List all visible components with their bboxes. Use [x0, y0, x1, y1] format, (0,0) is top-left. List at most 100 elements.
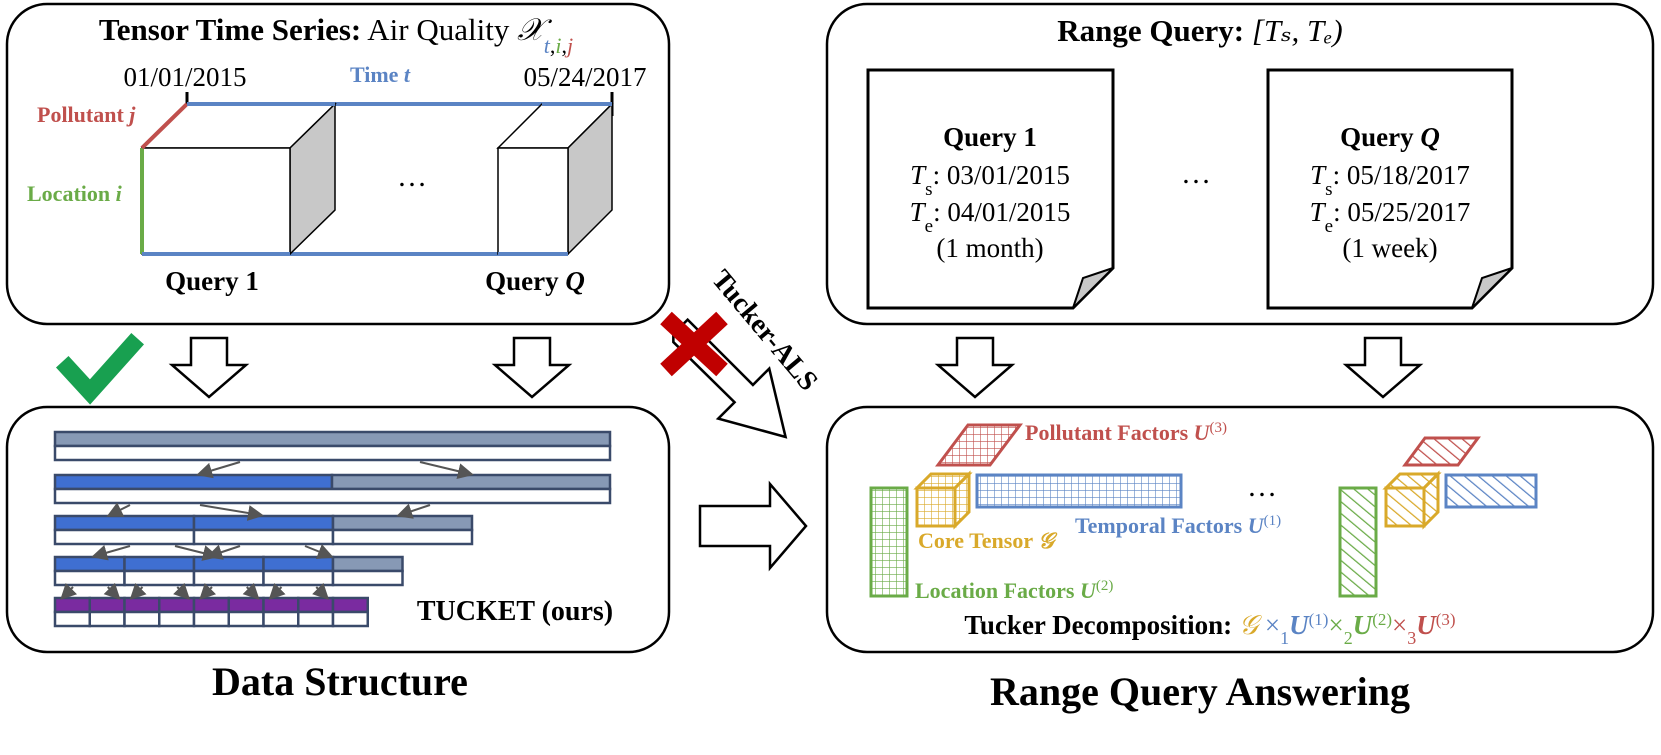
pollutant-axis-label: Pollutant j: [37, 102, 136, 127]
tree-arrow: [268, 582, 286, 600]
tucket-level4-block: [262, 596, 300, 614]
tree-arrow: [196, 461, 241, 479]
tree-arrow: [129, 582, 147, 600]
tucket-level4-bottom: [297, 610, 335, 628]
core-tensor-grid: [913, 470, 973, 530]
down-arrow-right-1: [934, 336, 1016, 399]
tucket-level4-block: [158, 596, 196, 614]
decomp-panel-frame: [825, 405, 1655, 654]
pollutant-factors-label: Pollutant Factors U(3): [1025, 420, 1227, 445]
tree-arrow: [106, 502, 131, 517]
tree-arrow: [312, 582, 330, 600]
core-tensor-label: Core Tensor 𝒢: [918, 528, 1058, 553]
tensor-ellipsis: …: [397, 160, 427, 193]
tucket-level2-block: [331, 514, 474, 532]
location-factors-label: Location Factors U(2): [915, 578, 1113, 603]
tucket-level1-block: [53, 473, 334, 491]
tucket-level3-bottom: [123, 569, 196, 587]
check-icon: [55, 332, 145, 405]
query1-card-duration: (1 month): [936, 233, 1043, 263]
range-query-panel: Range Query: [Tₛ, Tₑ) Query 1 Ts: 03/01/…: [825, 2, 1655, 326]
down-arrow-left-2: [491, 336, 573, 399]
query1-card-ts: Ts: 03/01/2015: [910, 160, 1070, 200]
cross-icon: [660, 311, 728, 377]
tucket-level4-bottom: [88, 610, 126, 628]
queryQ-card: Query Q Ts: 05/18/2017 Te: 05/25/2017 (1…: [1266, 68, 1514, 310]
tucket-level4-block: [88, 596, 126, 614]
tucket-level4-bottom: [192, 610, 230, 628]
down-arrow-right-2: [1342, 336, 1424, 399]
tree-arrow: [91, 545, 131, 561]
decomp-ellipsis: …: [1247, 470, 1277, 503]
data-structure-panel: TUCKET (ours): [5, 405, 671, 654]
tucket-level4-bottom: [158, 610, 196, 628]
tucker-als-arrow: Tucker-ALS: [660, 264, 824, 439]
query1-card-te: Te: 04/01/2015: [910, 197, 1071, 237]
location-factor-grid: [869, 486, 909, 598]
queryQ-card-ts: Ts: 05/18/2017: [1310, 160, 1470, 200]
tree-arrow: [304, 544, 334, 559]
tucket-level4-block: [297, 596, 335, 614]
tensor-panel: Tensor Time Series: Air Quality 𝒳t,i,j 0…: [5, 2, 671, 326]
end-date-label: 05/24/2017: [523, 62, 646, 92]
tucket-tree: [53, 430, 612, 628]
time-axis-label: Time t: [350, 62, 411, 87]
queryQ-card-title: Query Q: [1340, 122, 1440, 152]
pollutant-factor-grid: [935, 423, 1023, 467]
query1-card-title: Query 1: [943, 122, 1037, 152]
location-axis-label: Location i: [27, 181, 123, 206]
tucker-decomposition-formula: Tucker Decomposition: 𝒢 ×1U(1)×2U(2)×3U(…: [964, 610, 1455, 649]
temporal-factor-grid: [975, 473, 1183, 509]
tucket-level4-block: [53, 596, 91, 614]
down-arrow-left-1: [168, 336, 250, 399]
caption-range-query-answering: Range Query Answering: [990, 669, 1410, 714]
tucket-level3-bottom: [331, 569, 404, 587]
tucket-level4-bottom: [331, 610, 369, 628]
tucket-level4-bottom: [262, 610, 300, 628]
start-date-label: 01/01/2015: [123, 62, 246, 92]
tucket-level4-bottom: [53, 610, 91, 628]
tree-arrow: [206, 544, 241, 560]
tucket-level2-bottom: [53, 528, 196, 546]
tucket-level4-block: [227, 596, 265, 614]
tree-arrow: [199, 582, 217, 600]
temporal-factors-label: Temporal Factors U(1): [1075, 513, 1281, 538]
tucket-level3-bottom: [53, 569, 126, 587]
tree-arrow: [60, 582, 78, 600]
tensor-query1-label: Query 1: [165, 266, 259, 296]
tucket-level3-block: [331, 555, 404, 573]
temporal-factor-hatched: [1444, 473, 1538, 509]
decomposition-panel: Pollutant Factors U(3) Core Tensor 𝒢 Tem…: [825, 405, 1655, 654]
right-arrow: [698, 480, 808, 572]
tucket-level1-bottom: [53, 487, 612, 505]
tree-arrow: [103, 582, 121, 600]
tucket-level0-top: [53, 430, 612, 448]
range-ellipsis: …: [1181, 157, 1211, 190]
query1-card: Query 1 Ts: 03/01/2015 Te: 04/01/2015 (1…: [866, 68, 1115, 310]
tucket-level4-block: [331, 596, 369, 614]
tucket-level4-block: [123, 596, 161, 614]
tucket-label: TUCKET (ours): [417, 596, 613, 627]
tree-arrow: [419, 461, 474, 479]
tucket-level1-block: [330, 473, 612, 491]
tucket-level3-block: [192, 555, 265, 573]
core-tensor-hatched: [1382, 470, 1442, 530]
tucket-level4-block: [192, 596, 230, 614]
query1-cube: [140, 102, 337, 256]
tucket-level2-bottom: [192, 528, 335, 546]
tucket-level3-bottom: [262, 569, 335, 587]
tucket-level2-block: [53, 514, 196, 532]
tucket-level2-block: [192, 514, 335, 532]
tucket-level3-block: [262, 555, 335, 573]
caption-data-structure: Data Structure: [212, 659, 468, 704]
tree-arrow: [199, 504, 264, 521]
tucket-level3-bottom: [192, 569, 265, 587]
location-factor-hatched: [1338, 486, 1378, 598]
tucket-level3-block: [123, 555, 196, 573]
queryQ-card-te: Te: 05/25/2017: [1310, 197, 1471, 237]
tucket-level0-bottom: [53, 444, 612, 462]
pollutant-factor-hatched: [1402, 436, 1481, 467]
range-panel-title: Range Query: [Tₛ, Tₑ): [1057, 13, 1343, 48]
down-arrows: [168, 336, 1424, 399]
